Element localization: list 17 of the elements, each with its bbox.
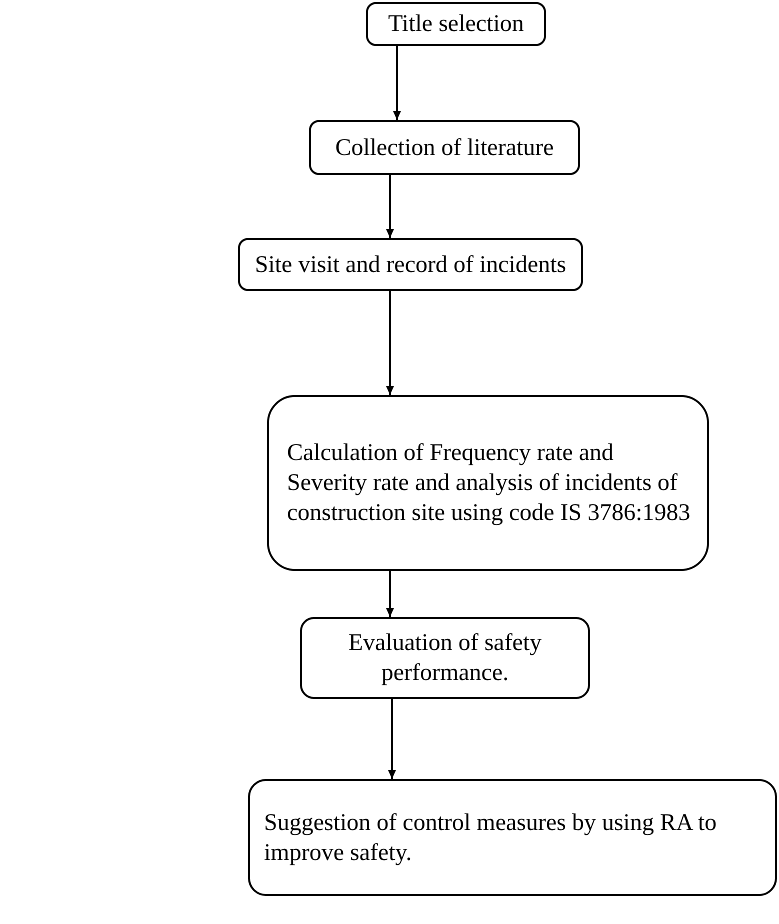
- box-text: Collection of literature: [334, 134, 555, 162]
- arrow: [393, 46, 401, 120]
- box-text: Suggestion of control measures by using RA to improve safety.: [264, 808, 718, 868]
- process-box: [366, 2, 546, 46]
- process-box: [300, 617, 590, 699]
- process-box: [238, 238, 583, 291]
- process-box: [309, 120, 580, 175]
- box-text: Title selection: [387, 10, 525, 39]
- arrow: [386, 571, 394, 617]
- arrow: [386, 175, 394, 238]
- box-text: Site visit and record of incidents: [254, 250, 568, 280]
- box-text: Evaluation of safety performance.: [347, 629, 543, 688]
- process-box: [248, 779, 777, 896]
- box-text: Calculation of Frequency rate and Severity rate and analysis of incidents of construction site using code IS 3786:1983: [287, 439, 692, 528]
- arrow: [388, 699, 396, 779]
- arrow: [386, 291, 394, 395]
- process-box: [267, 395, 709, 571]
